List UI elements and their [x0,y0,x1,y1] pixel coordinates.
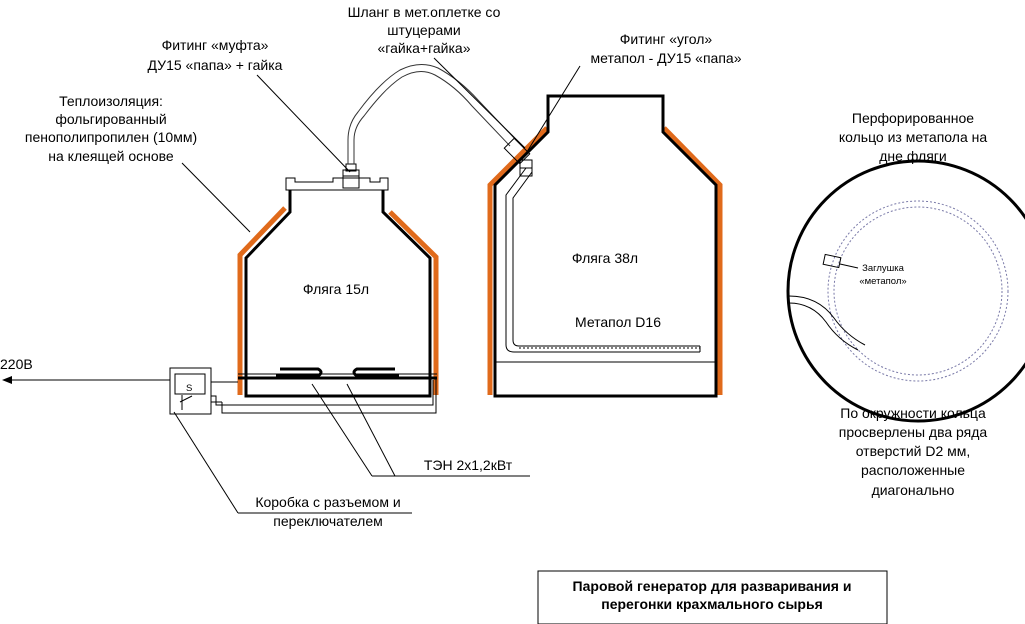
svg-text:переключателем: переключателем [273,513,383,529]
caption: Паровой генератор для разваривания и пер… [537,570,888,624]
fitting-angle [503,137,533,177]
ring-inlet [788,295,866,346]
svg-text:просверлены два ряда: просверлены два ряда [839,424,988,440]
svg-text:Фитинг «муфта»: Фитинг «муфта» [162,37,269,53]
wiring [2,376,437,414]
flask-15l-insulation [237,206,439,395]
voltage-label: 220В [0,356,33,372]
svg-text:По окружности кольца: По окружности кольца [840,405,986,421]
flask-38l-body [493,94,718,398]
svg-text:дне фляги: дне фляги [879,148,946,164]
ring-outer [827,200,1009,382]
perforated-ring [786,159,1025,423]
flask-38l-insulation [487,126,723,395]
svg-text:«метапол»: «метапол» [859,276,906,287]
svg-text:метапол - ДУ15 «папа»: метапол - ДУ15 «папа» [591,50,742,66]
hose-label: Шланг в мет.оплетке со штуцерами «гайка+… [348,4,501,56]
fitting-angle-label: Фитинг «угол» метапол - ДУ15 «папа» [591,31,742,66]
ring-inner [833,206,1003,376]
svg-text:диагонально: диагонально [872,482,955,498]
svg-text:Теплоизоляция:: Теплоизоляция: [59,93,163,109]
metapol-pipe [505,167,701,353]
metapol-label: Метапол D16 [575,314,661,330]
leader-lines [173,57,581,514]
box-label: Коробка с разъемом и переключателем [255,494,400,529]
switch-box: S [169,367,212,415]
flask-38l-label: Фляга 38л [572,250,638,266]
fitting-coupling-label: Фитинг «муфта» ДУ15 «папа» + гайка [148,37,283,73]
svg-text:отверстий D2 мм,: отверстий D2 мм, [856,443,971,459]
ring-title: Перфорированное кольцо из метапола на дн… [839,110,988,164]
ring-plug [822,253,842,269]
flask-bottom-circle [786,159,1025,423]
svg-text:перегонки крахмального сырья: перегонки крахмального сырья [601,596,823,612]
svg-text:кольцо из метапола на: кольцо из метапола на [839,129,988,145]
svg-text:пенополипропилен (10мм): пенополипропилен (10мм) [25,129,197,145]
power-arrow [2,376,12,384]
svg-text:Паровой генератор для разварив: Паровой генератор для разваривания и [573,578,852,594]
flask-15l [237,177,439,398]
heater-loop-right [352,367,399,378]
ring-note: По окружности кольца просверлены два ряд… [839,405,988,498]
plug-label: Заглушка «метапол» [859,263,906,287]
svg-text:ДУ15 «папа» + гайка: ДУ15 «папа» + гайка [148,57,283,73]
svg-text:фольгированный: фольгированный [55,111,166,127]
flask-15l-lid [285,177,389,191]
svg-text:Перфорированное: Перфорированное [852,110,974,126]
svg-text:на клеящей основе: на клеящей основе [48,148,174,164]
svg-text:расположенные: расположенные [861,462,965,478]
switch-mark: S [186,383,192,394]
heater-label: ТЭН 2х1,2кВт [424,457,513,473]
svg-text:штуцерами: штуцерами [387,22,460,38]
heater-loop-left [276,367,323,378]
heater-coils [238,367,437,380]
svg-text:Фитинг «угол»: Фитинг «угол» [620,31,713,47]
svg-text:«гайка+гайка»: «гайка+гайка» [378,40,471,56]
flask-15l-label: Фляга 15л [303,281,369,297]
caption-box [537,570,888,624]
flask-38l [487,94,723,398]
insulation-label: Теплоизоляция: фольгированный пенополипр… [25,93,197,164]
svg-text:Коробка с разъемом и: Коробка с разъемом и [255,494,400,510]
svg-text:Заглушка: Заглушка [862,263,905,274]
flask-15l-body [244,190,432,398]
svg-text:Шланг в мет.оплетке со: Шланг в мет.оплетке со [348,4,501,20]
